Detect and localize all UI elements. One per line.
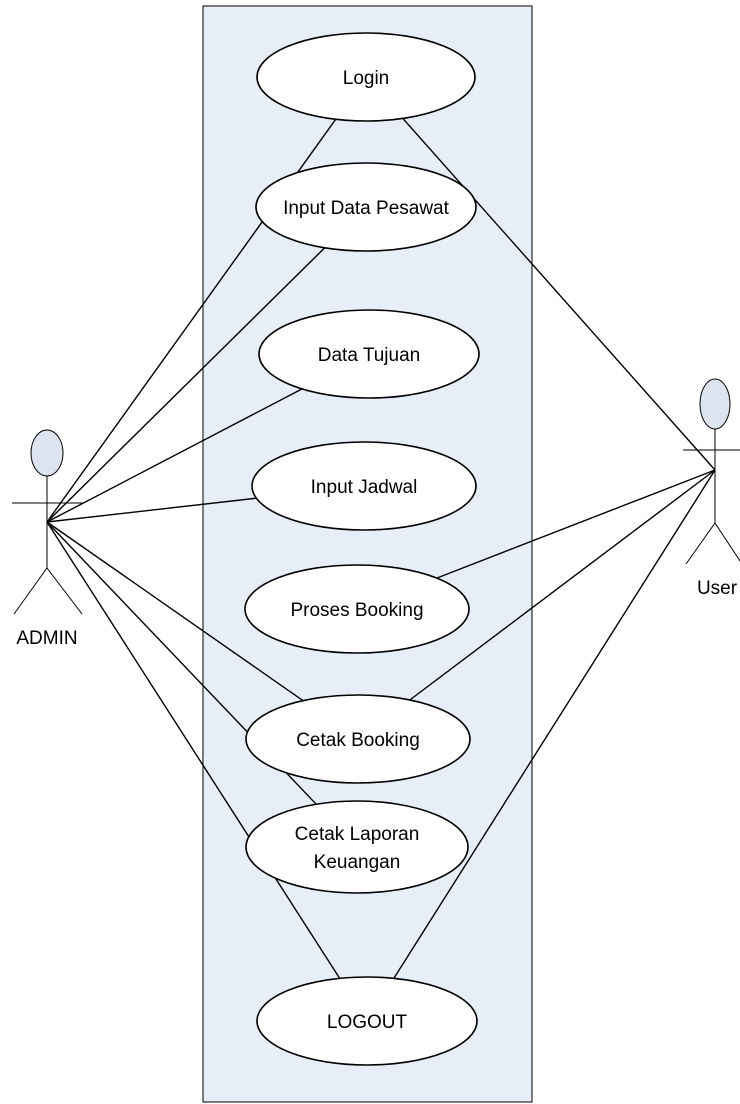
use-case-cetak-booking-ellipse: [245, 694, 471, 784]
use-case-input-data-pesawat: Input Data Pesawat: [255, 162, 477, 252]
association-admin-input-jadwal: [46, 497, 257, 523]
use-case-cetak-laporan-keuangan-label: Cetak Laporan: [295, 824, 420, 845]
use-case-proses-booking: Proses Booking: [244, 564, 470, 654]
use-case-data-tujuan: Data Tujuan: [258, 309, 480, 399]
actor-admin-label: ADMIN: [16, 628, 77, 649]
actor-user-right-leg: [714, 522, 740, 562]
use-case-cetak-booking-label: Cetak Booking: [296, 730, 420, 751]
use-case-logout: LOGOUT: [256, 976, 478, 1066]
association-admin-logout: [46, 521, 341, 979]
actor-admin: ADMIN: [12, 429, 84, 649]
use-case-cetak-booking: Cetak Booking: [245, 694, 471, 784]
use-case-login-ellipse: [256, 32, 476, 122]
use-case-input-jadwal-ellipse: [251, 441, 477, 531]
association-user-proses-booking: [436, 469, 716, 579]
use-case-cetak-laporan-keuangan-ellipse: [245, 800, 469, 894]
use-case-data-tujuan-ellipse: [258, 309, 480, 399]
use-case-logout-label: LOGOUT: [327, 1012, 408, 1033]
association-user-cetak-booking: [409, 469, 716, 701]
use-case-login: Login: [256, 32, 476, 122]
association-admin-input-data-pesawat: [46, 247, 326, 523]
association-user-logout: [393, 469, 716, 979]
association-admin-data-tujuan: [46, 388, 303, 523]
actor-admin-left-leg: [13, 567, 48, 615]
actor-user-label: User: [697, 578, 738, 599]
use-case-input-jadwal-label: Input Jadwal: [311, 477, 418, 498]
actor-admin-right-leg: [46, 567, 83, 615]
association-user-login: [402, 117, 716, 471]
association-admin-cetak-booking: [46, 521, 304, 702]
use-case-logout-ellipse: [256, 976, 478, 1066]
actor-user-head: [699, 378, 731, 430]
use-case-input-data-pesawat-ellipse: [255, 162, 477, 252]
actors: ADMIN User: [12, 378, 740, 649]
actor-user: User: [683, 378, 740, 599]
actor-user-left-leg: [685, 522, 716, 565]
use-case-data-tujuan-label: Data Tujuan: [318, 345, 420, 366]
use-case-proses-booking-label: Proses Booking: [290, 600, 423, 621]
use-case-proses-booking-ellipse: [244, 564, 470, 654]
use-case-login-label: Login: [343, 68, 390, 89]
actor-admin-head: [30, 429, 64, 477]
use-case-cetak-laporan-keuangan-label: Keuangan: [314, 852, 401, 873]
use-case-input-data-pesawat-label: Input Data Pesawat: [283, 198, 450, 219]
use-case-input-jadwal: Input Jadwal: [251, 441, 477, 531]
